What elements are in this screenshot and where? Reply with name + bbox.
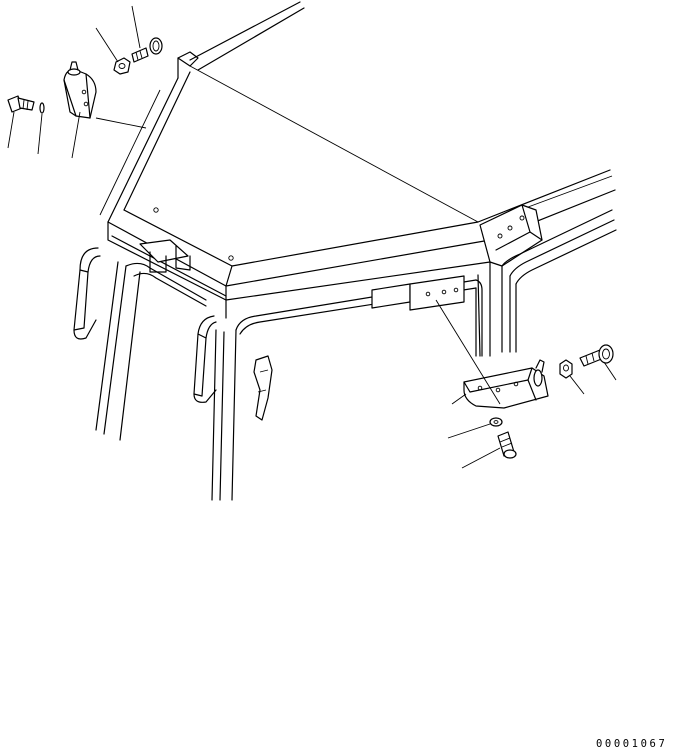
right-mirror-bracket-assembly xyxy=(435,299,614,459)
roof-corner-bracket xyxy=(477,204,543,357)
cab-roof-panel xyxy=(99,1,616,301)
document-number: 00001067 xyxy=(596,738,668,750)
right-door-frame xyxy=(501,209,617,353)
center-door-frame xyxy=(193,275,483,501)
left-door-frame xyxy=(73,221,227,441)
leader-lines xyxy=(7,5,617,469)
left-mirror-bracket-assembly xyxy=(7,37,163,129)
